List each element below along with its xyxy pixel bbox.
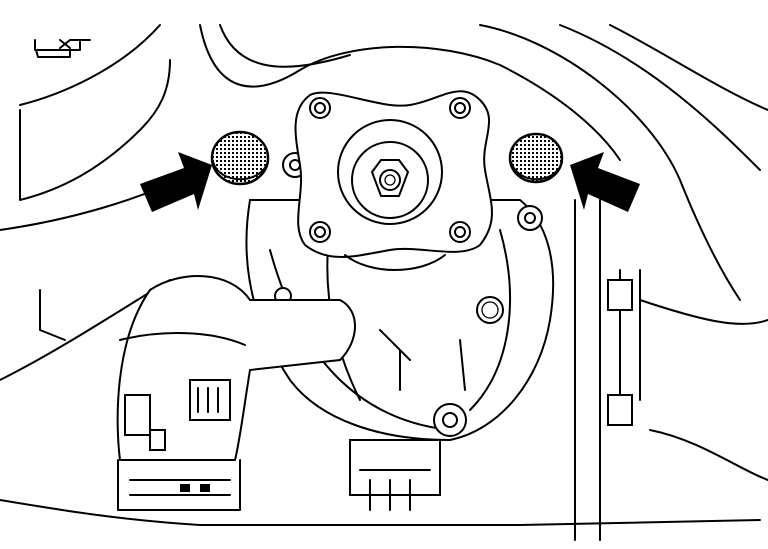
body-contours <box>0 24 768 541</box>
mount-left <box>210 130 270 186</box>
companion-flange <box>294 90 493 271</box>
drill-tool <box>116 275 356 511</box>
arrow-icon-left <box>140 152 212 212</box>
mount-right <box>508 132 564 184</box>
arrow-icon-right <box>570 152 640 212</box>
